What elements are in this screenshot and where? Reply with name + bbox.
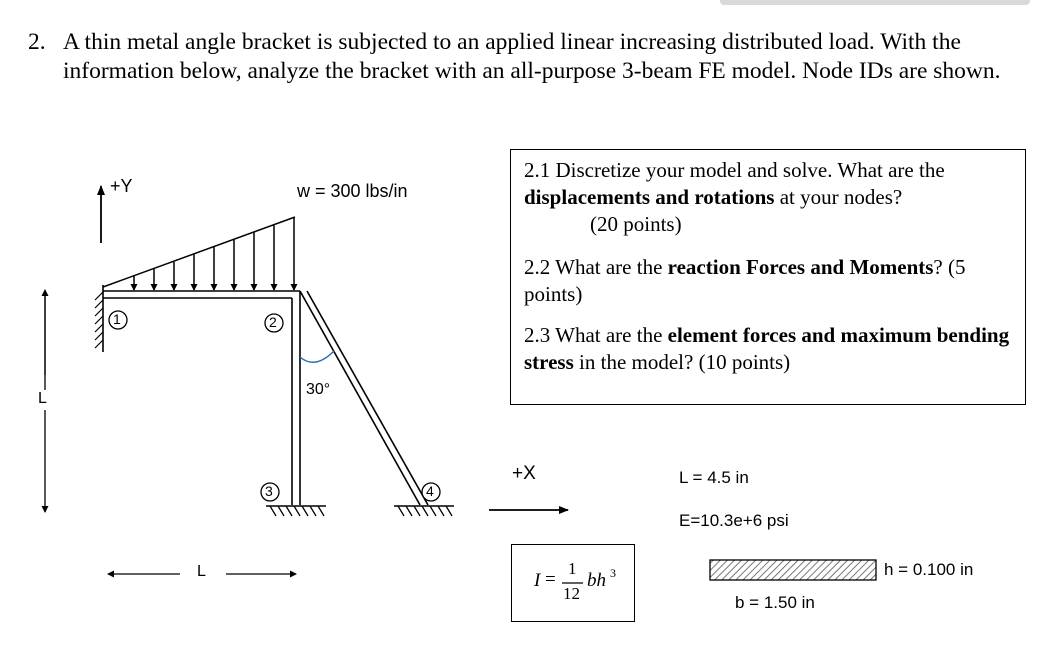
length-value: L = 4.5 in [679, 468, 749, 487]
question-2-2: 2.2 What are the reaction Forces and Mom… [524, 254, 1014, 308]
formula-equals: = [545, 569, 556, 590]
node-3-label: 3 [265, 483, 273, 499]
formula-exponent: 3 [610, 566, 616, 580]
question-bold-text: element forces and maximum bending stres… [524, 323, 1010, 374]
angle-label: 30° [306, 381, 331, 398]
question-2-3: 2.3 What are the element forces and maxi… [524, 322, 1014, 376]
formula-numerator: 1 [568, 559, 577, 578]
modulus-value: E=10.3e+6 psi [679, 511, 789, 530]
ground-support-node-4 [394, 505, 454, 517]
angle-arc [299, 350, 335, 363]
y-axis-label: +Y [110, 176, 133, 196]
wall-support [94, 285, 104, 352]
formula-bh: bh [587, 570, 606, 591]
node-2-marker [264, 313, 284, 333]
question-text: What are the [555, 323, 663, 347]
question-2-1: 2.1 Discretize your model and solve. Wha… [524, 157, 1014, 238]
question-text: Discretize your model and solve. What ar… [555, 158, 945, 182]
question-bold-text: reaction Forces and Moments [667, 255, 934, 279]
inertia-formula-box [511, 544, 635, 622]
question-text: at your nodes? [779, 185, 903, 209]
question-text: ? (5 points) [524, 255, 966, 306]
problem-text: A thin metal angle bracket is subjected … [63, 29, 1001, 84]
node-2-label: 2 [269, 314, 277, 330]
top-edge-bar [720, 0, 1030, 5]
cross-section [709, 559, 877, 581]
load-label: w = 300 lbs/in [297, 181, 408, 201]
vertical-dimension-label: L [38, 390, 47, 407]
horizontal-dimension-label: L [197, 563, 206, 580]
question-points: (20 points) [590, 212, 682, 236]
node-1-marker [108, 310, 128, 330]
formula-denominator: 12 [563, 584, 580, 603]
question-text: in the model? (10 points) [579, 350, 791, 374]
question-number: 2.3 [524, 323, 551, 347]
width-value: b = 1.50 in [735, 593, 815, 612]
distributed-load [102, 216, 298, 291]
problem-number: 2. [28, 29, 46, 55]
node-3-marker [260, 482, 280, 502]
formula-lhs: I [534, 570, 541, 591]
question-bold-text: displacements and rotations [524, 185, 775, 209]
node-4-marker [421, 482, 441, 502]
question-number: 2.2 [524, 255, 551, 279]
x-axis-label: +X [512, 463, 536, 484]
question-text: What are the [555, 255, 663, 279]
ground-support-node-3 [266, 505, 326, 517]
questions-box: 2.1 Discretize your model and solve. Wha… [510, 149, 1026, 405]
problem-statement: 2. A thin metal angle bracket is subject… [28, 28, 1028, 86]
beam-elements [103, 290, 429, 506]
height-value: h = 0.100 in [884, 560, 974, 579]
node-1-label: 1 [113, 311, 121, 327]
node-4-label: 4 [426, 483, 434, 499]
question-number: 2.1 [524, 158, 551, 182]
